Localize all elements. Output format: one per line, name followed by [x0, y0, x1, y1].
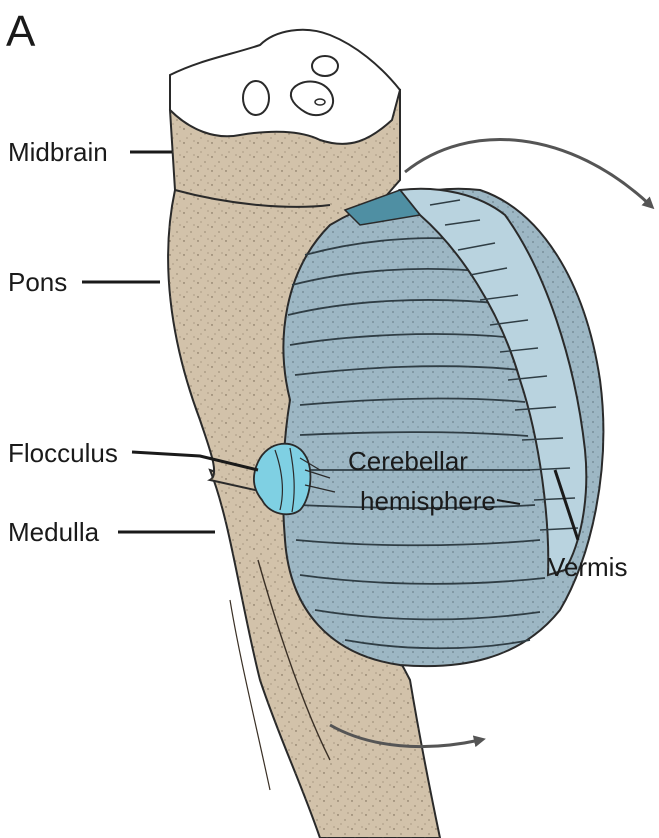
- label-flocculus: Flocculus: [8, 438, 118, 468]
- label-vermis: Vermis: [548, 552, 627, 582]
- panel-letter: A: [6, 7, 36, 56]
- label-cerebellar-line1: Cerebellar: [348, 446, 468, 476]
- aqueduct-outline: [312, 56, 338, 76]
- label-pons: Pons: [8, 267, 67, 297]
- midbrain-cut-section: [170, 30, 400, 144]
- label-medulla: Medulla: [8, 517, 100, 547]
- label-cerebellar-line2: hemisphere: [360, 486, 496, 516]
- label-midbrain: Midbrain: [8, 137, 108, 167]
- peduncle-outline-left: [243, 81, 269, 115]
